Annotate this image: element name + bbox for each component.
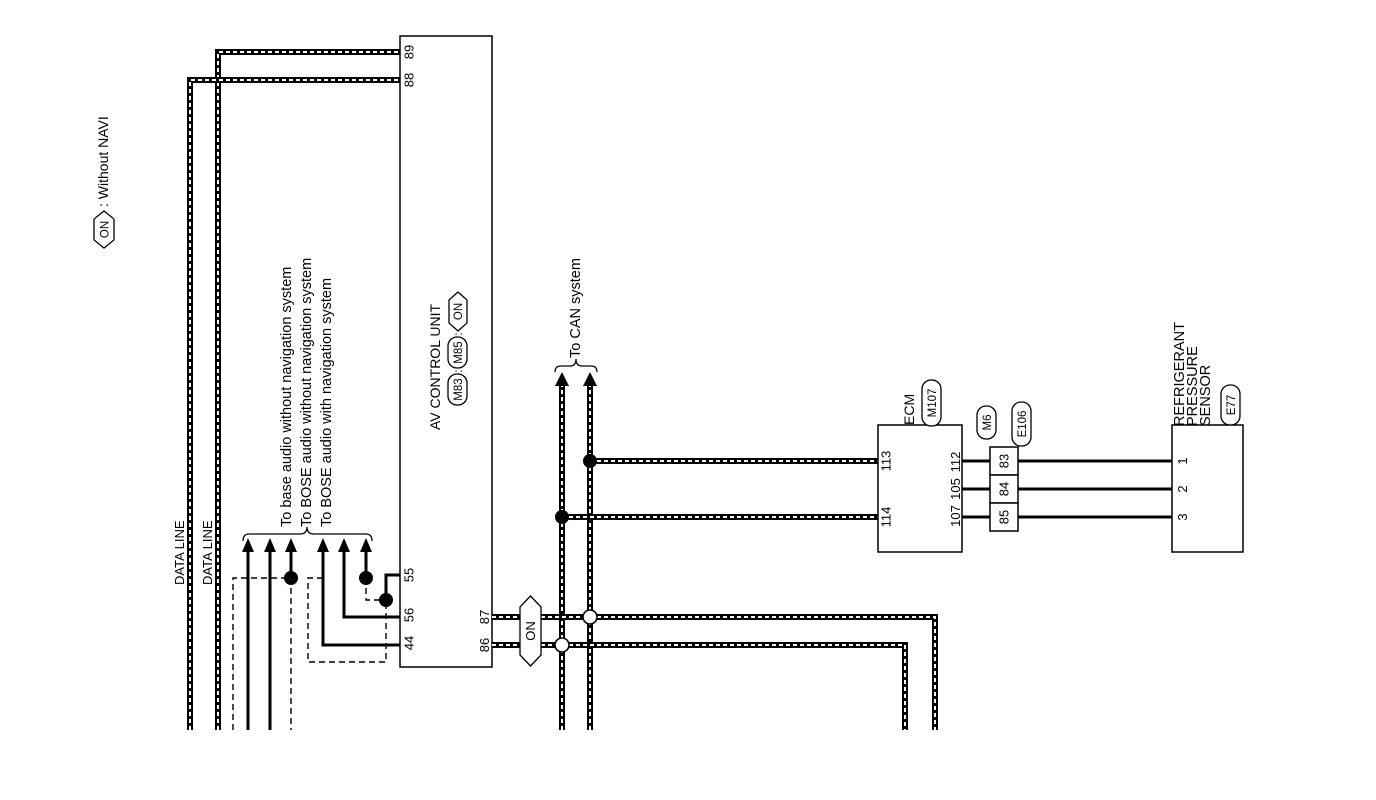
ecm-label: ECM bbox=[901, 394, 917, 425]
up-arrow-icon bbox=[264, 538, 276, 552]
option-symbol bbox=[519, 595, 542, 667]
joint-connector: M6 E106 83 84 85 bbox=[976, 401, 1032, 532]
wire-outer bbox=[492, 642, 908, 730]
sensor-label: REFRIGERANT bbox=[1172, 322, 1188, 426]
legend-text: : Without NAVI bbox=[95, 116, 111, 207]
pin-label: 107 bbox=[948, 505, 963, 527]
pin-label: 3 bbox=[1175, 513, 1190, 520]
connector-badge bbox=[447, 336, 468, 369]
data-line-wire-pin-89 bbox=[215, 49, 400, 730]
sensor-label: PRESSURE bbox=[1185, 346, 1201, 426]
splice-dot bbox=[583, 454, 597, 468]
wire-inner bbox=[492, 616, 936, 730]
solid-wire-pin-56 bbox=[342, 551, 400, 619]
pin-label: 105 bbox=[948, 478, 963, 500]
ecm: ECM M107 113 114 112 105 107 bbox=[877, 379, 963, 553]
wire-inner bbox=[492, 644, 906, 730]
av-control-unit-label: AV CONTROL UNIT bbox=[427, 304, 443, 430]
pin-label: 113 bbox=[879, 451, 894, 472]
connector-badge-text: E106 bbox=[1017, 411, 1029, 438]
pin-label: 86 bbox=[477, 638, 492, 652]
audio-destination-label: To base audio without navigation system bbox=[279, 267, 295, 527]
pin-label: 55 bbox=[402, 568, 417, 582]
option-tag: ON bbox=[519, 595, 542, 667]
dashed-wire bbox=[307, 577, 387, 663]
option-symbol bbox=[93, 210, 115, 249]
option-symbol-text: ON bbox=[99, 221, 111, 238]
pin-label: 85 bbox=[997, 510, 1012, 524]
splice-dot bbox=[359, 571, 373, 585]
open-junction bbox=[554, 637, 570, 653]
connector-badge-text: M83 bbox=[453, 378, 465, 400]
pin-label: 87 bbox=[477, 610, 492, 624]
up-arrow-icon bbox=[555, 372, 569, 386]
option-symbol-text: ON bbox=[523, 621, 538, 641]
connector-badge-text: M6 bbox=[982, 415, 994, 431]
splice-dot bbox=[555, 510, 569, 524]
pin-label: 89 bbox=[402, 45, 417, 59]
open-junction bbox=[582, 609, 598, 625]
sensor-wires bbox=[962, 459, 1172, 519]
wire-outer bbox=[492, 614, 938, 730]
separator: : bbox=[453, 332, 465, 335]
pin-label: 112 bbox=[948, 452, 963, 473]
connector-badge bbox=[976, 405, 997, 440]
wire-inner bbox=[217, 51, 400, 730]
av-control-unit: AV CONTROL UNIT M83 : M85 : ON 89 88 55 … bbox=[399, 35, 493, 668]
sensor-box bbox=[1171, 424, 1244, 553]
dashed-wire bbox=[232, 577, 291, 730]
sensor-label: SENSOR bbox=[1198, 365, 1214, 426]
separator: : bbox=[453, 369, 465, 372]
connector-badge bbox=[447, 373, 468, 406]
pin-label: 88 bbox=[402, 73, 417, 87]
connector-badge bbox=[1011, 401, 1032, 447]
connector-badge-text: M107 bbox=[927, 389, 939, 418]
can-system-label: To CAN system bbox=[568, 258, 584, 358]
legend: ON : Without NAVI bbox=[93, 116, 115, 249]
option-symbol-text: ON bbox=[453, 303, 465, 320]
audio-destination-label: To BOSE audio with navigation system bbox=[319, 278, 335, 527]
audio-brace bbox=[242, 526, 373, 542]
data-line-label: DATA LINE bbox=[172, 520, 187, 585]
data-line-label: DATA LINE bbox=[200, 520, 215, 585]
wire-inner bbox=[189, 79, 400, 730]
wire-outer bbox=[187, 77, 400, 730]
connector-badge-text: M85 bbox=[453, 341, 465, 363]
ecm-box bbox=[877, 424, 963, 553]
pin-label: 56 bbox=[402, 608, 417, 622]
pin-label: 44 bbox=[402, 636, 417, 650]
pin-label: 114 bbox=[879, 507, 894, 528]
data-line-wire-pin-86 bbox=[492, 642, 908, 730]
audio-wires bbox=[232, 551, 400, 730]
connector-badge-text: E77 bbox=[1226, 395, 1238, 415]
up-arrow-icon bbox=[360, 538, 372, 552]
up-arrow-icon bbox=[338, 538, 350, 552]
pin-label: 1 bbox=[1175, 457, 1190, 464]
can-brace bbox=[554, 358, 598, 373]
splice-dot bbox=[284, 571, 298, 585]
refrigerant-pressure-sensor: REFRIGERANT PRESSURE SENSOR E77 1 2 3 bbox=[1171, 322, 1244, 553]
option-symbol bbox=[448, 291, 468, 332]
up-arrow-icon bbox=[242, 538, 254, 552]
up-arrow-icon bbox=[583, 372, 597, 386]
solid-wire-pin-44 bbox=[321, 551, 400, 647]
connector-cell bbox=[989, 474, 1019, 504]
data-line-wire-pin-87 bbox=[492, 614, 938, 730]
audio-arrows bbox=[242, 538, 372, 552]
splice-dot bbox=[379, 593, 393, 607]
up-arrow-icon bbox=[285, 538, 297, 552]
connector-badge bbox=[921, 379, 942, 427]
up-arrow-icon bbox=[317, 538, 329, 552]
pin-label: 2 bbox=[1175, 485, 1190, 492]
solid-wire-pin-55 bbox=[384, 573, 400, 600]
connector-cell bbox=[989, 502, 1019, 532]
data-line-wire-pin-88 bbox=[187, 77, 400, 730]
pin-label: 83 bbox=[997, 454, 1012, 468]
av-control-unit-box bbox=[399, 35, 493, 668]
audio-destination-label: To BOSE audio without navigation system bbox=[299, 258, 315, 527]
pin-label: 84 bbox=[997, 482, 1012, 496]
connector-badge bbox=[1220, 384, 1241, 426]
